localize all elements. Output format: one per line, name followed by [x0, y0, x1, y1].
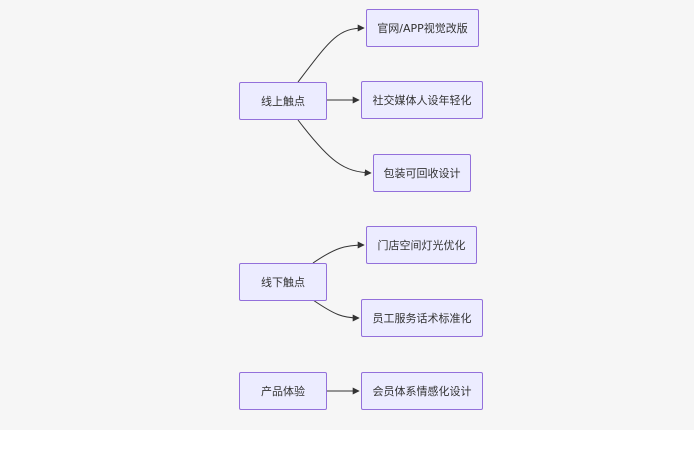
node-website-app-redesign-label: 官网/APP视觉改版	[377, 22, 468, 35]
node-website-app-redesign[interactable]: 官网/APP视觉改版	[366, 9, 479, 47]
node-product-experience-label: 产品体验	[261, 385, 305, 398]
node-social-media-persona-label: 社交媒体人设年轻化	[372, 94, 472, 107]
edge-online-website-app	[297, 24, 365, 83]
edges-layer	[297, 24, 372, 395]
node-membership-design-label: 会员体系情感化设计	[372, 385, 472, 398]
node-staff-service-script[interactable]: 员工服务话术标准化	[361, 299, 483, 337]
node-offline-touchpoints[interactable]: 线下触点	[239, 263, 327, 301]
node-recyclable-packaging[interactable]: 包装可回收设计	[373, 154, 471, 192]
node-membership-design[interactable]: 会员体系情感化设计	[361, 372, 483, 410]
node-offline-touchpoints-label: 线下触点	[261, 276, 305, 289]
node-store-lighting[interactable]: 门店空间灯光优化	[366, 226, 477, 264]
flowchart-canvas: 线上触点 官网/APP视觉改版 社交媒体人设年轻化 包装可回收设计 线下触点 门…	[239, 9, 483, 410]
node-store-lighting-label: 门店空间灯光优化	[377, 239, 466, 252]
node-social-media-persona[interactable]: 社交媒体人设年轻化	[361, 81, 483, 119]
edge-offline-staff-script	[312, 299, 360, 322]
node-online-touchpoints[interactable]: 线上触点	[239, 82, 327, 120]
edge-offline-store-lighting	[312, 241, 365, 264]
edge-online-packaging	[297, 119, 372, 177]
node-recyclable-packaging-label: 包装可回收设计	[383, 167, 461, 180]
node-product-experience[interactable]: 产品体验	[239, 372, 327, 410]
node-online-touchpoints-label: 线上触点	[261, 95, 305, 108]
node-staff-service-script-label: 员工服务话术标准化	[372, 312, 472, 325]
